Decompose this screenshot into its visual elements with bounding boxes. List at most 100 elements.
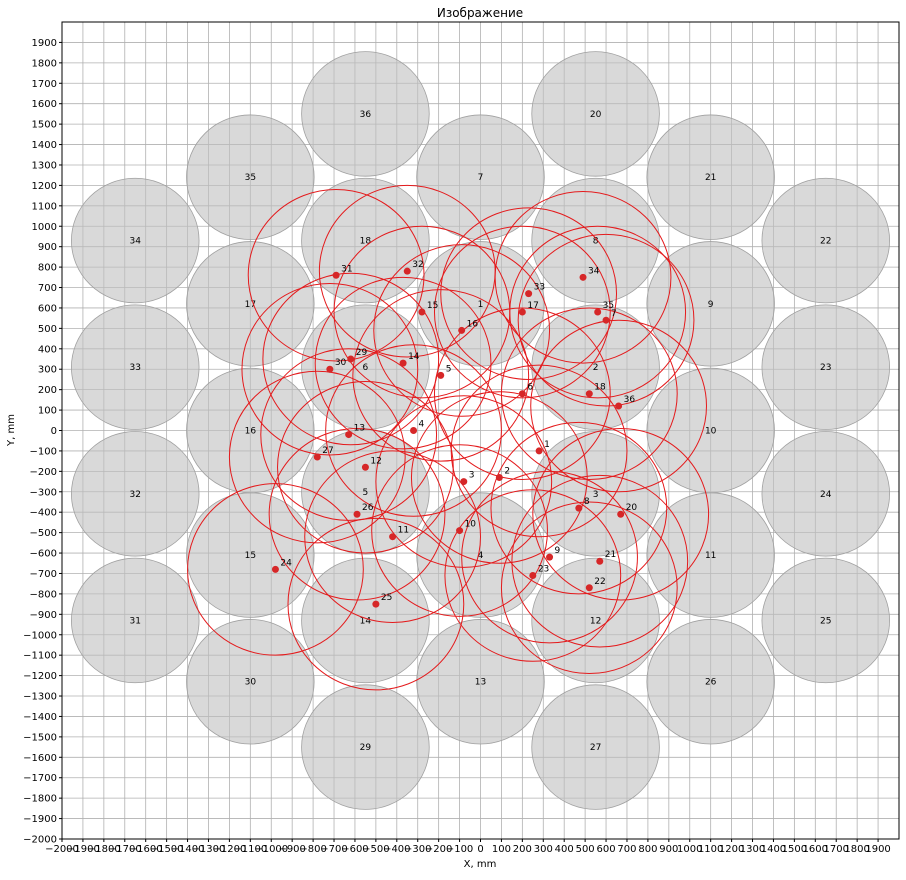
data-point-label: 29 [356,348,368,358]
gray-circle-27 [531,684,660,810]
gray-circle-31 [71,557,200,684]
data-point-label: 1 [544,440,550,450]
y-tick-label: −200 [30,467,57,478]
data-point-label: 5 [446,364,452,374]
red-circle-13 [260,348,438,521]
gray-circle-29 [301,684,430,810]
data-point-20 [617,510,625,518]
gray-circle-label: 11 [705,551,716,561]
data-point-12 [361,463,369,471]
x-tick-label: −1300 [192,844,226,855]
gray-circle-7 [416,114,545,240]
x-tick-label: 800 [638,844,657,855]
gray-circle-26 [646,619,775,745]
gray-circle-22 [761,177,890,304]
gray-circle-label: 20 [590,110,602,120]
y-tick-label: 100 [38,406,57,417]
gray-circle-2 [531,304,660,430]
red-circle-26 [268,427,446,601]
gray-circle-label: 27 [590,743,601,753]
y-tick-label: −1400 [23,712,57,723]
gray-circle-32 [71,431,200,557]
x-tick-label: −1200 [212,844,246,855]
red-circle-23 [444,489,622,662]
gray-circle-label: 30 [245,678,257,688]
data-point-label: 12 [370,456,381,466]
y-tick-label: −700 [30,569,57,580]
gray-circle-label: 3 [593,490,599,500]
x-tick-label: −400 [383,844,410,855]
red-circles-layer [187,184,710,691]
data-point-label: 6 [527,383,533,393]
y-tick-label: −1600 [23,753,57,764]
data-point-5 [437,371,445,379]
x-tick-label: 100 [492,844,511,855]
y-tick-label: 1300 [32,160,57,171]
red-circle-9 [461,470,638,644]
data-point-label: 8 [584,497,590,507]
gray-circle-label: 15 [245,551,256,561]
data-point-label: 23 [538,565,549,575]
red-circle-22 [500,501,678,675]
data-point-3 [460,478,468,486]
data-point-label: 15 [427,301,438,311]
x-tick-label: 1100 [698,844,723,855]
data-point-4 [410,427,418,434]
gray-circle-label: 6 [363,363,369,373]
data-point-label: 32 [412,260,423,270]
data-point-7 [602,316,610,324]
x-axis-label: X, mm [464,859,497,870]
gray-circle-12 [531,557,660,684]
y-tick-label: −1500 [23,732,57,743]
gray-circle-30 [186,619,315,745]
gray-circle-label: 13 [475,678,486,688]
x-tick-label: 200 [513,844,532,855]
data-point-26 [353,510,361,518]
gray-circle-6 [301,304,430,430]
gray-circle-13 [416,619,545,745]
gray-circle-label: 24 [820,490,832,500]
gray-circle-label: 36 [360,110,372,120]
x-tick-label: −900 [278,844,305,855]
x-tick-label: −700 [320,844,347,855]
y-tick-label: 300 [38,365,57,376]
red-circle-33 [440,207,618,380]
data-point-label: 3 [469,471,475,481]
data-point-11 [389,533,397,541]
red-circle-18 [500,307,678,481]
red-circle-8 [490,421,668,595]
data-point-24 [271,565,279,573]
chart-title: Изображение [437,6,523,20]
data-point-label: 22 [594,577,605,587]
y-tick-label: −1900 [23,814,57,825]
y-tick-label: 0 [51,426,57,437]
data-point-label: 14 [408,352,420,362]
gray-circle-8 [531,177,660,304]
data-point-label: 17 [527,301,538,311]
y-tick-label: 1700 [32,79,57,90]
data-point-15 [418,308,426,316]
x-tick-label: −800 [299,844,326,855]
x-tick-label: 600 [597,844,616,855]
red-circle-25 [287,517,465,691]
red-circle-2 [410,391,588,564]
data-point-label: 30 [335,358,347,368]
gray-circle-label: 1 [478,300,484,310]
red-circle-20 [532,427,710,601]
x-tick-label: −1500 [150,844,184,855]
red-circle-12 [277,380,454,554]
x-tick-label: 1000 [677,844,702,855]
red-circle-11 [304,450,481,623]
y-tick-label: 800 [38,263,57,274]
data-point-31 [332,271,340,279]
red-circle-36 [530,319,707,493]
gray-circle-17 [186,241,315,367]
y-tick-label: 900 [38,242,57,253]
data-point-34 [579,273,587,281]
y-tick-label: −1300 [23,692,57,703]
data-point-label: 4 [419,420,425,430]
gray-circle-label: 34 [130,237,142,247]
red-circle-16 [373,244,551,417]
data-point-9 [546,553,554,561]
